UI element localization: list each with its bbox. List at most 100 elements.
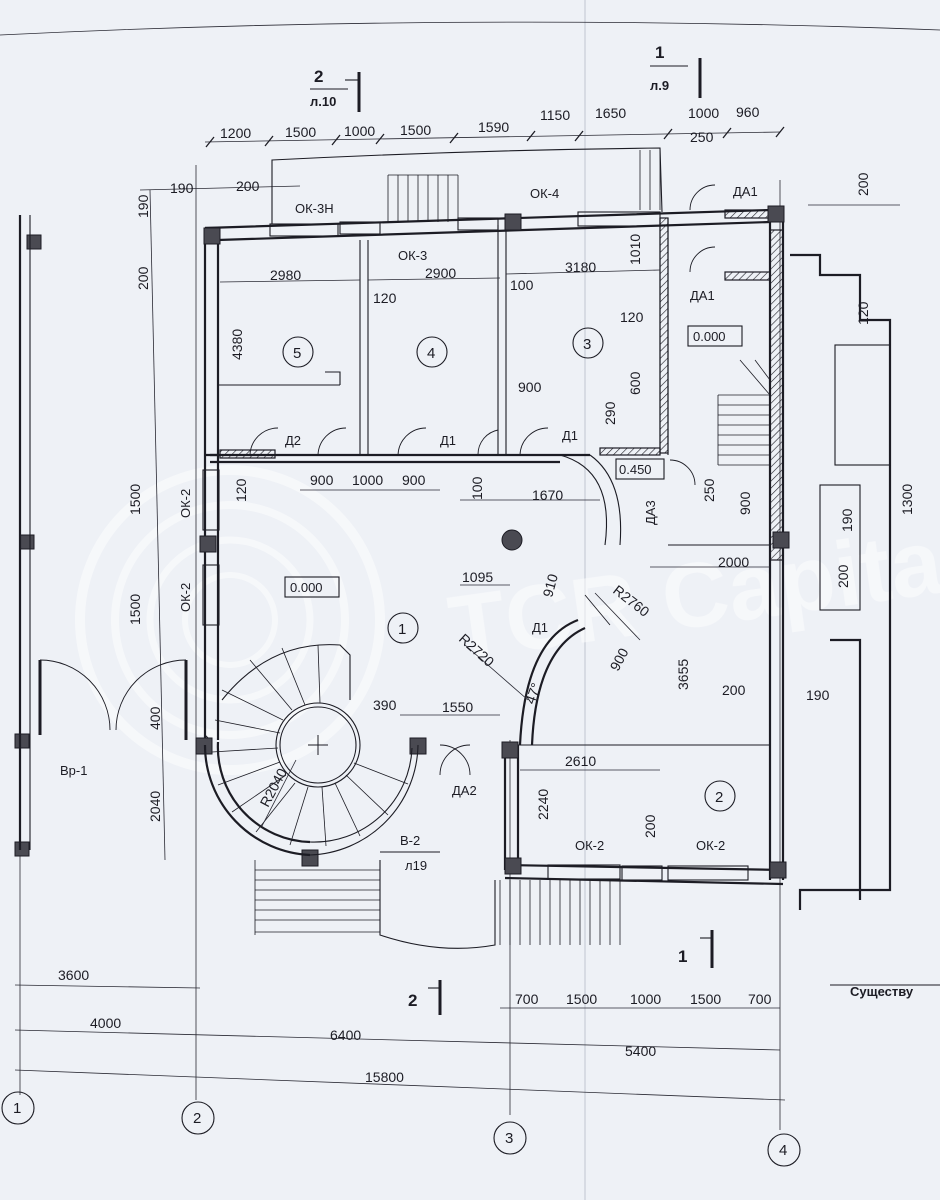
elevation-hall: 0.000 [290, 580, 323, 595]
round-column [501, 529, 523, 551]
dim-100-b: 100 [469, 476, 485, 500]
dim-900-door: 900 [518, 379, 542, 395]
section-mark-sheet: л.10 [310, 94, 336, 109]
dim-right-1300: 1300 [899, 484, 915, 515]
balcony-top [271, 147, 663, 224]
dim-900-a: 900 [310, 472, 334, 488]
existing-building-label: Существу [850, 984, 914, 999]
dim-200-b: 200 [642, 814, 658, 838]
room-1-number: 1 [398, 621, 406, 638]
axis-3-label: 3 [505, 1130, 513, 1147]
dim-390: 390 [373, 697, 397, 713]
dim-120-b: 120 [620, 309, 644, 325]
dim-top-4: 1500 [400, 122, 431, 138]
axis-1: 1 [1, 1091, 35, 1125]
elevation-entry: 0.000 [693, 329, 726, 344]
dim-900-c: 900 [737, 491, 753, 515]
section-mark-number: 2 [408, 991, 417, 1010]
dim-bottom-4000: 4000 [90, 1015, 121, 1031]
dim-910: 910 [539, 572, 561, 599]
door-da2: ДА2 [452, 783, 477, 798]
dim-bottom-5400: 5400 [625, 1043, 656, 1059]
stair-label: В-2 [400, 833, 420, 848]
axis-4-label: 4 [779, 1142, 787, 1159]
elevation-box-hall [284, 576, 340, 598]
door-d1-curved: Д1 [532, 620, 548, 635]
dim-right-190b: 190 [806, 687, 830, 703]
existing-structure [790, 253, 940, 986]
door-d2: Д2 [285, 433, 301, 448]
section-mark-sheet: л.9 [650, 78, 669, 93]
gate-label: Вр-1 [60, 763, 87, 778]
dim-3655: 3655 [675, 659, 691, 690]
dim-600: 600 [627, 371, 643, 395]
window-ok-2-left-b: ОК-2 [178, 583, 193, 612]
door-da3: ДА3 [643, 500, 658, 525]
dimension-chain-right: 200 120 1300 190 200 190 [806, 172, 915, 703]
axis-2: 2 [181, 1101, 215, 1135]
dim-2980: 2980 [270, 267, 301, 283]
dim-top-5: 1590 [478, 119, 509, 135]
dimension-chain-top: 1200 1500 1000 1500 1590 1150 1650 1000 … [139, 104, 785, 196]
section-mark-number: 1 [678, 947, 687, 966]
section-mark-number: 2 [314, 67, 323, 86]
axis-4: 4 [767, 1133, 801, 1167]
dim-250: 250 [701, 478, 717, 502]
dim-2000: 2000 [718, 554, 749, 570]
doors [38, 184, 716, 776]
dim-1010: 1010 [627, 234, 643, 265]
window-ok-2-left-a: ОК-2 [178, 489, 193, 518]
room-5: 5 [282, 336, 314, 368]
dim-right-200b: 200 [835, 564, 851, 588]
section-mark-1-bottom: 1 [678, 930, 714, 968]
porch-outline [379, 860, 496, 949]
dim-290: 290 [602, 401, 618, 425]
room-2-number: 2 [715, 789, 723, 806]
section-mark-2-top: 2 л.10 [310, 67, 361, 112]
window-ok-3: ОК-3 [398, 248, 427, 263]
paper-edge-line [0, 21, 940, 36]
section-mark-number: 1 [655, 43, 664, 62]
dim-bottom-1000: 1000 [630, 991, 661, 1007]
stair-treads-top [387, 150, 661, 222]
dim-bottom-6400: 6400 [330, 1027, 361, 1043]
room-3: 3 [572, 327, 604, 359]
dim-top-250: 250 [690, 129, 714, 145]
dim-bottom-3600: 3600 [58, 967, 89, 983]
dim-bottom-700b: 700 [748, 991, 772, 1007]
door-d1-room3: Д1 [562, 428, 578, 443]
dim-top-200: 200 [236, 178, 260, 194]
axis-3: 3 [493, 1121, 527, 1155]
dim-2900: 2900 [425, 265, 456, 281]
dim-top-6: 1150 [540, 107, 570, 123]
dimension-chain-bottom: 700 1500 1000 1500 700 3600 4000 6400 54… [14, 967, 786, 1101]
dim-top-1: 1200 [220, 125, 251, 141]
door-da1-mid: ДА1 [690, 288, 715, 303]
room-4: 4 [416, 336, 448, 368]
dim-left-190: 190 [135, 194, 151, 218]
room-3-number: 3 [583, 336, 591, 353]
dim-top-9: 960 [736, 104, 760, 120]
dim-right-200: 200 [855, 172, 871, 196]
window-ok-2-bottom-b: ОК-2 [696, 838, 725, 853]
dim-bottom-1500a: 1500 [566, 991, 597, 1007]
dim-1550: 1550 [442, 699, 473, 715]
windows [202, 211, 749, 881]
dim-200-a: 200 [722, 682, 746, 698]
dim-1670: 1670 [532, 487, 563, 503]
dim-left-1500b: 1500 [127, 594, 143, 625]
hatched-walls [219, 209, 784, 561]
window-ok-2-bottom-a: ОК-2 [575, 838, 604, 853]
dim-100-a: 100 [510, 277, 534, 293]
dim-1095: 1095 [462, 569, 493, 585]
room-5-number: 5 [293, 345, 301, 362]
axis-2-label: 2 [193, 1110, 201, 1127]
dim-right-190: 190 [839, 508, 855, 532]
elevation-box-landing [615, 458, 665, 480]
dimension-chain-left: 190 200 4380 1500 1500 400 2040 [127, 189, 245, 861]
dim-top-8: 1000 [688, 105, 719, 121]
interior-dimensions: 2980 2900 3180 120 100 120 1010 600 900 … [219, 234, 770, 838]
section-mark-2-bottom: 2 [408, 980, 442, 1015]
dim-top-3: 1000 [344, 123, 375, 139]
dim-left-4380: 4380 [229, 329, 245, 360]
